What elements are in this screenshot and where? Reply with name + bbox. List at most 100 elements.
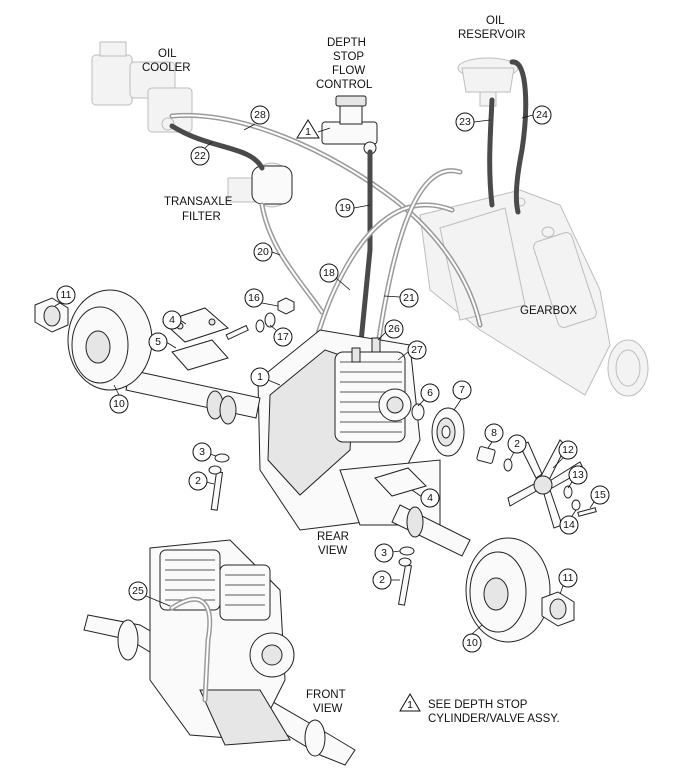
callout-28: 28: [243, 105, 270, 131]
label-gearbox: GEARBOX: [520, 305, 577, 317]
bolt-5: [225, 324, 249, 341]
callout-3a: 3: [192, 442, 217, 462]
hose-28: [169, 112, 483, 328]
washer-3b: [399, 546, 415, 556]
svg-text:OIL: OIL: [486, 15, 505, 27]
svg-text:SEE DEPTH STOP: SEE DEPTH STOP: [428, 699, 528, 711]
callout-2a: 2: [188, 471, 215, 491]
svg-text:16: 16: [248, 292, 260, 304]
transaxle-rear-view: [257, 329, 441, 531]
svg-text:FRONT: FRONT: [306, 689, 346, 701]
svg-text:FILTER: FILTER: [182, 211, 221, 223]
bolt-2b: [397, 557, 413, 606]
nut-16: [277, 297, 295, 315]
svg-text:1: 1: [305, 126, 311, 138]
callout-19: 19: [335, 198, 371, 218]
front-fins: [165, 559, 215, 601]
callout-18: 18: [319, 263, 351, 291]
fitting-26: [371, 337, 381, 353]
washer-14: [571, 499, 581, 511]
transaxle-filter: [227, 162, 293, 208]
callout-8: 8: [484, 423, 504, 449]
fitting-6: [411, 403, 425, 421]
label-transaxle-filter: TRANSAXLE FILTER: [164, 196, 233, 223]
svg-text:4: 4: [169, 314, 175, 326]
axle-right: [391, 504, 471, 557]
oil-reservoir: [457, 57, 519, 107]
svg-text:4: 4: [427, 492, 433, 504]
callout-3b: 3: [374, 543, 401, 563]
fitting-27: [351, 347, 361, 363]
svg-text:24: 24: [536, 109, 548, 121]
bracket-top: [162, 307, 229, 343]
svg-text:21: 21: [403, 292, 415, 304]
callout-15: 15: [589, 485, 610, 509]
washer-17b: [255, 319, 265, 333]
callout-21: 21: [383, 288, 419, 308]
svg-text:3: 3: [381, 547, 387, 559]
washer-2c: [503, 458, 513, 472]
hose-22: [169, 123, 265, 171]
front-fins-2: [225, 574, 265, 606]
svg-text:FLOW: FLOW: [332, 65, 365, 77]
washer-17: [264, 312, 276, 328]
wheel-left: [67, 289, 153, 391]
svg-text:8: 8: [491, 427, 497, 439]
depth-stop-warning-symbol: 1: [296, 119, 331, 139]
svg-text:TRANSAXLE: TRANSAXLE: [164, 196, 233, 208]
svg-text:2: 2: [379, 574, 385, 586]
gearbox: [419, 189, 649, 397]
svg-text:DEPTH: DEPTH: [327, 37, 366, 49]
depth-stop-flow-control: [321, 95, 378, 155]
svg-text:20: 20: [257, 246, 269, 258]
svg-text:2: 2: [514, 438, 520, 450]
callout-10b: 10: [462, 624, 483, 653]
svg-text:23: 23: [459, 116, 471, 128]
callout-4a: 4: [162, 310, 187, 330]
callout-25: 25: [128, 581, 171, 607]
callout-2b: 2: [372, 570, 400, 590]
label-oil-reservoir: OIL RESERVOIR: [458, 15, 526, 41]
svg-text:26: 26: [388, 323, 400, 335]
callout-13: 13: [567, 465, 588, 489]
bolt-2a: [208, 465, 224, 511]
label-depth-stop-flow-control: DEPTH STOP FLOW CONTROL: [316, 37, 373, 91]
svg-text:3: 3: [199, 446, 205, 458]
callout-16: 16: [244, 288, 279, 308]
oil-cooler: [91, 41, 193, 133]
label-oil-cooler: OIL COOLER: [142, 48, 191, 74]
callout-2c: 2: [507, 434, 527, 461]
svg-text:CONTROL: CONTROL: [316, 79, 373, 91]
label-front-view: FRONT VIEW: [306, 689, 346, 715]
callout-11b: 11: [558, 568, 578, 595]
washer-3a: [214, 453, 230, 463]
svg-text:18: 18: [323, 267, 335, 279]
svg-text:11: 11: [563, 572, 574, 584]
callout-4b: 4: [411, 488, 440, 508]
svg-text:1: 1: [257, 371, 263, 383]
svg-text:15: 15: [594, 489, 606, 501]
svg-text:10: 10: [113, 398, 125, 410]
callout-20: 20: [253, 242, 281, 262]
wheel-right: [465, 537, 551, 643]
callout-11a: 11: [54, 285, 76, 307]
svg-text:CYLINDER/VALVE ASSY.: CYLINDER/VALVE ASSY.: [428, 713, 560, 725]
svg-text:COOLER: COOLER: [142, 62, 191, 74]
svg-text:5: 5: [155, 336, 161, 348]
svg-text:7: 7: [459, 384, 465, 396]
svg-text:REAR: REAR: [317, 531, 349, 543]
plate-5: [171, 339, 229, 371]
svg-text:RESERVOIR: RESERVOIR: [458, 29, 526, 41]
svg-text:2: 2: [195, 475, 201, 487]
callout-7: 7: [452, 380, 472, 411]
svg-text:1: 1: [407, 699, 413, 711]
hose-20: [259, 202, 325, 315]
hub-left: [34, 297, 69, 333]
svg-text:11: 11: [61, 289, 72, 301]
callout-10a: 10: [109, 384, 129, 414]
svg-text:28: 28: [254, 109, 266, 121]
washer-13: [563, 485, 573, 499]
bracket-lower: [374, 467, 427, 497]
callout-26: 26: [377, 319, 404, 341]
